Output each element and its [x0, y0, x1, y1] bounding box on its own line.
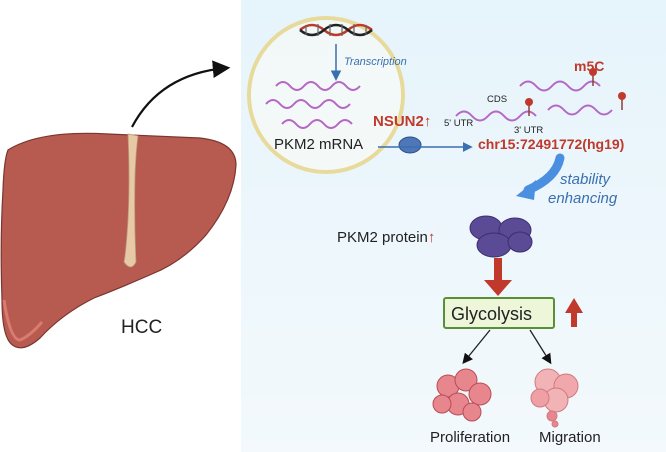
m5c-pin-1	[589, 68, 597, 76]
nucleus-fill	[251, 20, 401, 170]
modified-mrna-strands	[455, 80, 613, 122]
hcc-label: HCC	[121, 317, 163, 338]
proliferation-label: Proliferation	[430, 429, 511, 446]
pkm2-protein-text: PKM2 protein	[337, 229, 428, 246]
liver-shape	[0, 132, 237, 349]
pkm2-protein-icon	[469, 215, 533, 258]
m5c-pin-2	[525, 98, 533, 106]
red-down-arrow-head	[484, 280, 512, 296]
stability-label-line2: enhancing	[548, 190, 618, 207]
nsun2-up-arrow: ↑	[423, 113, 432, 130]
stability-label-line1: stability	[560, 171, 611, 188]
falciform-ligament	[123, 133, 139, 268]
nsun2-blob	[398, 136, 422, 154]
cds-label: CDS	[487, 94, 508, 105]
dna-icon	[299, 23, 373, 37]
migration-label: Migration	[539, 429, 601, 446]
pkm2-mrna-label: PKM2 mRNA	[274, 136, 364, 153]
migration-cells-icon	[530, 368, 579, 428]
to-migration-arrow	[529, 329, 552, 365]
chr-site-label: chr15:72491772(hg19)	[478, 136, 625, 152]
red-up-arrow-shaft	[571, 311, 577, 327]
utr3-label: 3' UTR	[514, 125, 544, 136]
m5c-pin-3	[618, 92, 626, 100]
nucleus-circle	[247, 16, 405, 174]
glycolysis-box	[443, 297, 555, 329]
red-up-arrow-head	[565, 298, 583, 313]
utr5-label: 5' UTR	[444, 118, 474, 129]
m5c-pins	[525, 68, 626, 116]
nsun2-label: NSUN2↑	[373, 114, 431, 129]
liver-highlight	[2, 299, 44, 342]
proliferation-cells-icon	[432, 368, 492, 422]
pkm2-protein-label: PKM2 protein↑	[337, 230, 435, 245]
to-proliferation-arrow	[462, 329, 491, 365]
pkm2-protein-up-arrow: ↑	[427, 229, 436, 246]
red-down-arrow-shaft	[494, 258, 502, 282]
liver-to-panel-arrow	[131, 60, 231, 128]
glycolysis-label: Glycolysis	[451, 304, 533, 324]
mrna-strands	[265, 81, 361, 129]
m5c-label: m5C	[574, 58, 605, 74]
liver-illustration	[0, 132, 237, 349]
stability-arrow-head	[516, 180, 536, 200]
nsun2-text: NSUN2	[373, 113, 424, 130]
transcription-label: Transcription	[344, 56, 407, 68]
